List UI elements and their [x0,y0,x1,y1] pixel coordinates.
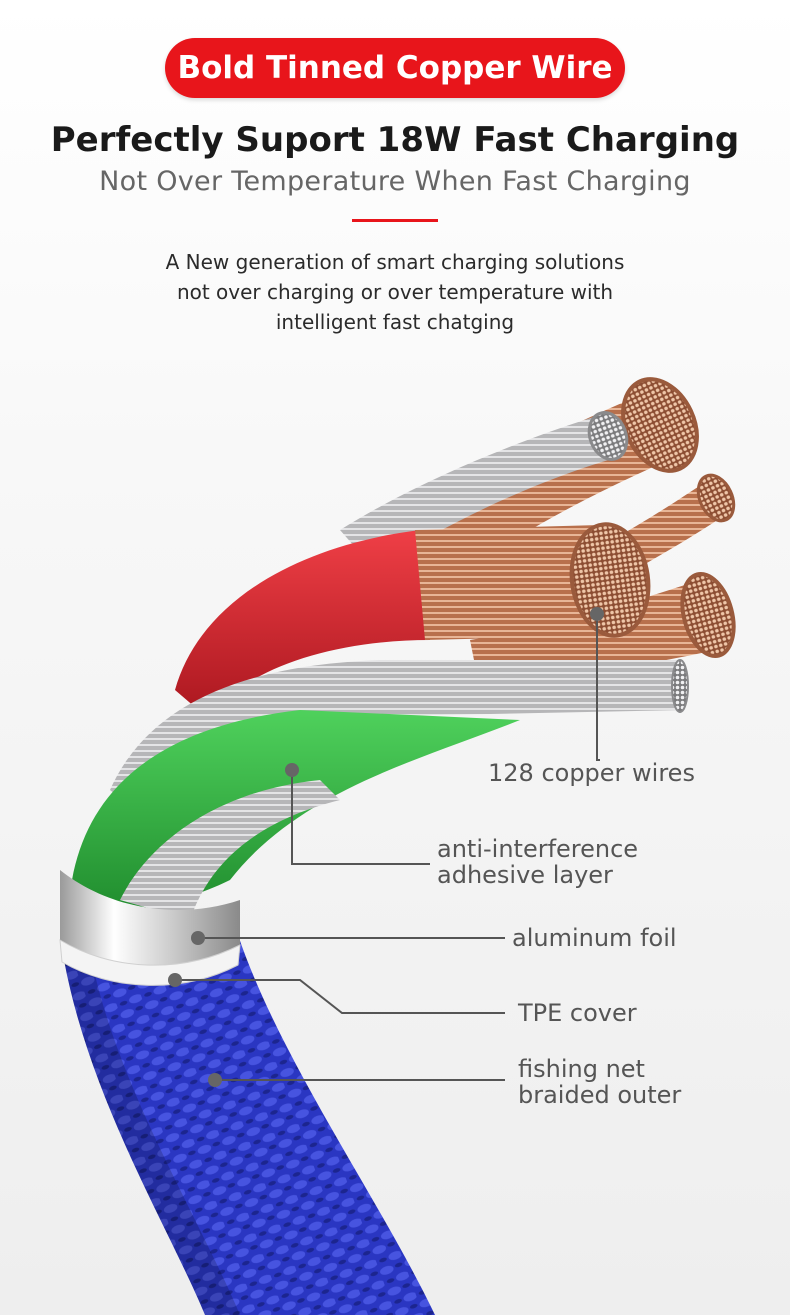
red-wire-copper-core [415,525,620,640]
callout-dot-foil [191,931,205,945]
description-block: A New generation of smart charging solut… [0,247,790,337]
copper-wire-right-upper-end [696,473,736,523]
label-line: fishing net [518,1055,645,1083]
label-line: adhesive layer [437,861,613,889]
label-adhesive-layer: anti-interference adhesive layer [437,836,638,888]
label-copper-wires: 128 copper wires [488,759,695,787]
copper-wire-top-end [621,377,699,473]
accent-divider [352,219,438,222]
tinned-strand-top [340,415,615,570]
copper-wire-right-lower-end [680,571,736,659]
label-tpe-cover: TPE cover [518,999,637,1027]
callout-dot-tpe [168,973,182,987]
braid-shadow [64,960,240,1315]
tinned-strand-middle [110,660,685,830]
label-line: braided outer [518,1081,682,1109]
label-line: anti-interference [437,835,639,863]
callout-dot-copper [590,607,604,621]
description-line: A New generation of smart charging solut… [165,250,625,274]
braided-outer-jacket [64,935,435,1315]
tinned-strand-top-end [587,411,629,461]
callout-dot-braid [208,1073,222,1087]
description-line: not over charging or over temperature wi… [176,280,614,304]
title-badge: Bold Tinned Copper Wire [165,38,625,98]
inner-strands-lower [120,780,340,920]
page-subheadline: Not Over Temperature When Fast Charging [99,166,691,197]
tpe-cover-ring [59,939,241,986]
callout-tpe [175,979,505,1014]
callout-dot-adhesive [285,763,299,777]
callout-adhesive [291,770,430,865]
tinned-strand-middle-end [671,659,689,713]
red-wire-copper-core-end [569,522,651,638]
red-insulated-wire [175,530,430,720]
callout-copper [596,614,600,761]
label-aluminum-foil: aluminum foil [512,924,677,952]
description-line: intelligent fast chatging [275,310,515,334]
page-headline: Perfectly Suport 18W Fast Charging [50,120,740,160]
label-braided-outer: fishing net braided outer [518,1056,681,1108]
